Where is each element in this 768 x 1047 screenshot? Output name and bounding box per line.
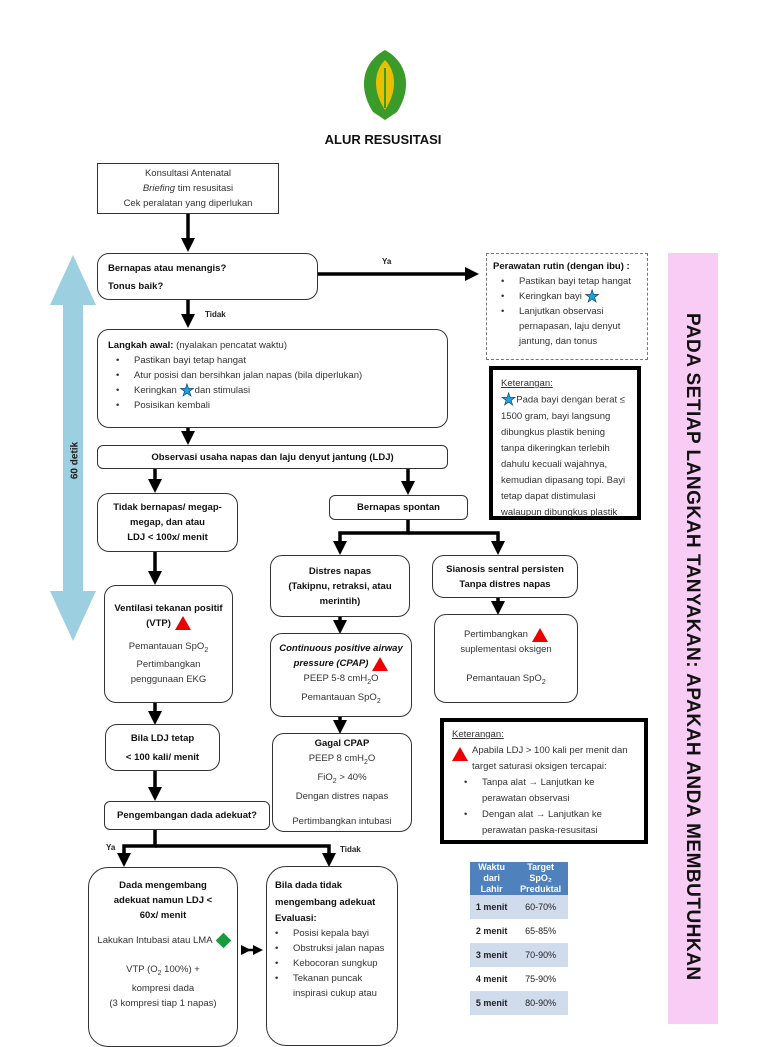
airway-diamond-icon (215, 932, 231, 949)
cell: 1 menit (475, 902, 508, 912)
routine-care-box: Perawatan rutin (dengan ibu) : Pastikan … (486, 253, 648, 360)
text: Briefing tim resusitasi (142, 183, 234, 194)
star-icon: ★ (584, 287, 600, 306)
breathing-question-box: Bernapas atau menangis?Tonus baik? (97, 253, 318, 300)
cpap-box: Continuous positive airway pressure (CPA… (270, 633, 412, 717)
note-box-star: Keterangan: ★Pada bayi dengan berat ≤ 15… (489, 366, 641, 520)
idai-logo (343, 42, 427, 126)
spontaneous-box: Bernapas spontan (329, 495, 468, 520)
distress-box: Distres napas(Takipnu, retraksi, atau me… (270, 555, 410, 617)
cell: 80-90% (525, 998, 557, 1008)
warning-triangle-icon (531, 627, 548, 642)
split-spontan (333, 520, 410, 555)
split-chest (155, 844, 336, 867)
cell: 4 menit (475, 974, 508, 984)
note-box-triangle: Keterangan: Apabila LDJ > 100 kali per m… (440, 718, 648, 844)
star-icon: ★ (179, 381, 195, 400)
ldj-persist-box: Bila LDJ tetap< 100 kali/ menit (105, 724, 220, 771)
cell: 75-90% (525, 974, 557, 984)
oxygen-box: Pertimbangkan suplementasi oksigen Peman… (434, 614, 578, 703)
vtp-box: Ventilasi tekanan positif(VTP) Pemantaua… (104, 585, 233, 703)
cpap-fail-box: Gagal CPAP PEEP 8 cmH2O FiO2 > 40% Denga… (272, 733, 412, 832)
antenatal-box: Konsultasi Antenatal Briefing tim resusi… (97, 163, 279, 214)
time-double-arrow (50, 255, 96, 641)
label-tidak: Tidak (340, 845, 361, 854)
col-header: Target SpO₂ Preduktal (520, 862, 562, 894)
cell: 2 menit (475, 926, 508, 936)
split-chest (117, 830, 157, 867)
flow-connectors (117, 214, 505, 955)
warning-triangle-icon (452, 747, 468, 761)
star-icon: ★ (501, 390, 517, 409)
initial-steps-box: Langkah awal: (nyalakan pencatat waktu) … (97, 329, 448, 428)
spo2-target-table: Waktu dari Lahir Target SpO₂ Preduktal 1 … (470, 862, 568, 1015)
text: Konsultasi Antenatal (144, 168, 232, 179)
label-ya: Ya (382, 257, 392, 266)
split-spontan (408, 531, 505, 555)
label-tidak: Tidak (205, 310, 226, 319)
cell: 3 menit (475, 950, 508, 960)
side-banner: PADA SETIAP LANGKAH TANYAKAN: APAKAH AND… (668, 253, 718, 1024)
chest-adequate-box: Dada mengembang adekuat namun LDJ < 60x/… (88, 867, 238, 1047)
text: Cek peralatan yang diperlukan (123, 198, 253, 209)
label-ya: Ya (106, 843, 116, 852)
cell: 60-70% (525, 902, 557, 912)
chest-question-box: Pengembangan dada adekuat? (104, 801, 270, 830)
warning-triangle-icon (174, 616, 191, 631)
page-title: ALUR RESUSITASI (324, 132, 442, 147)
observe-box: Observasi usaha napas dan laju denyut ja… (97, 445, 448, 469)
cell: 5 menit (475, 998, 508, 1008)
warning-triangle-icon (372, 656, 389, 671)
cell: 70-90% (525, 950, 557, 960)
cell: 65-85% (525, 926, 557, 936)
col-header: Waktu dari Lahir (478, 862, 505, 894)
